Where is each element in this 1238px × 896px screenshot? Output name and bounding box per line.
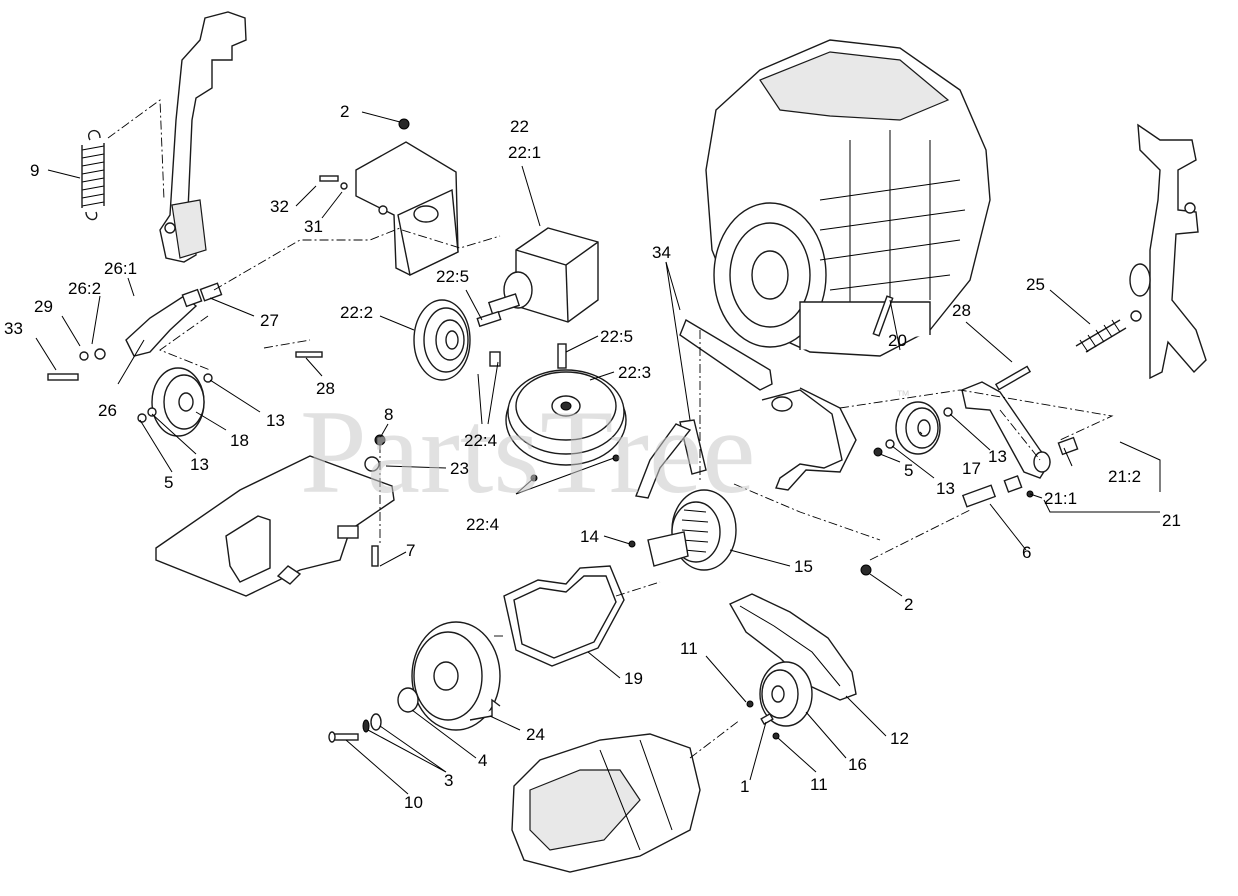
callout-5-right: 5 [904, 461, 913, 480]
callout-26: 26 [98, 401, 117, 420]
callout-22-4-upper: 22:4 [464, 431, 497, 450]
hardware [47, 175, 1034, 740]
hydro-pump [511, 733, 701, 873]
callout-24: 24 [526, 725, 545, 744]
electric-clutch-24 [411, 621, 501, 731]
callout-10: 10 [404, 793, 423, 812]
callout-13-right-top: 13 [988, 447, 1007, 466]
callout-26-1: 26:1 [104, 259, 137, 278]
callout-20: 20 [888, 331, 907, 350]
callout-22-3: 22:3 [618, 363, 651, 382]
callout-27: 27 [260, 311, 279, 330]
callout-22-4-lower: 22:4 [466, 515, 499, 534]
callout-22-5-upper: 22:5 [436, 267, 469, 286]
callout-11-upper: 11 [680, 639, 698, 658]
idler-bracket [761, 387, 857, 491]
idler-pulley-18 [151, 367, 205, 437]
belt-guide-34 [635, 318, 773, 499]
pulley-22-2 [413, 299, 501, 381]
belt-12 [729, 593, 857, 701]
right-control-arm [1129, 123, 1207, 380]
gearbox-22 [476, 227, 599, 328]
idler-mount-bracket [355, 118, 459, 277]
callout-13-left-bottom: 13 [190, 455, 209, 474]
assembly-lines [107, 99, 1114, 759]
callout-6: 6 [1022, 543, 1031, 562]
callout-17: 17 [962, 459, 981, 478]
pivot-arm-26 [125, 282, 223, 357]
callout-28-right: 28 [952, 301, 971, 320]
callout-21: 21 [1162, 511, 1181, 530]
idler-arm-21 [961, 381, 1079, 508]
callout-8: 8 [384, 405, 393, 424]
callout-5-left: 5 [164, 473, 173, 492]
callout-28-left: 28 [316, 379, 335, 398]
callout-1: 1 [740, 777, 749, 796]
washer-3 [362, 713, 382, 733]
callout-16: 16 [848, 755, 867, 774]
idler-pulley-17 [895, 401, 941, 455]
callout-22: 22 [510, 117, 529, 136]
callout-2-top: 2 [340, 102, 349, 121]
engine [705, 39, 991, 357]
callout-13-right-bottom: 13 [936, 479, 955, 498]
callout-2-bottom: 2 [904, 595, 913, 614]
callout-11-lower: 11 [810, 775, 828, 794]
input-pulley-15 [628, 489, 737, 571]
leader-lines [35, 111, 1161, 795]
callout-32: 32 [270, 197, 289, 216]
pump-pulley-16 [759, 661, 813, 727]
callout-29: 29 [34, 297, 53, 316]
callout-15: 15 [794, 557, 813, 576]
callout-21-1: 21:1 [1044, 489, 1077, 508]
extension-spring-9 [81, 130, 105, 221]
watermark-trademark: ™ [896, 387, 910, 403]
callout-34: 34 [652, 243, 671, 262]
callout-23: 23 [450, 459, 469, 478]
watermark-text: PartsTree [300, 385, 756, 518]
callout-22-2: 22:2 [340, 303, 373, 322]
callout-9: 9 [30, 161, 39, 180]
bolt-10 [328, 731, 359, 743]
callout-12: 12 [890, 729, 909, 748]
callout-31: 31 [304, 217, 323, 236]
callout-13-left-top: 13 [266, 411, 285, 430]
large-pulley-22-3 [505, 369, 627, 482]
watermark: PartsTree ™ [300, 385, 910, 518]
extension-spring-25 [1075, 310, 1142, 353]
callout-26-2: 26:2 [68, 279, 101, 298]
callout-18: 18 [230, 431, 249, 450]
callout-25: 25 [1026, 275, 1045, 294]
left-control-arm [159, 11, 247, 263]
callout-33: 33 [4, 319, 23, 338]
belt-19 [503, 565, 625, 667]
spacer-4 [397, 687, 419, 713]
key-22-5 [557, 343, 567, 369]
callout-22-1: 22:1 [508, 143, 541, 162]
callout-3: 3 [444, 771, 453, 790]
callout-22-5-lower: 22:5 [600, 327, 633, 346]
mounting-plate [155, 455, 395, 597]
callout-labels: 2 22 22:1 9 32 31 26:1 26:2 29 33 27 22:… [4, 102, 1181, 812]
callout-7: 7 [406, 541, 415, 560]
callout-19: 19 [624, 669, 643, 688]
callout-14: 14 [580, 527, 599, 546]
callout-21-2: 21:2 [1108, 467, 1141, 486]
callout-4: 4 [478, 751, 487, 770]
